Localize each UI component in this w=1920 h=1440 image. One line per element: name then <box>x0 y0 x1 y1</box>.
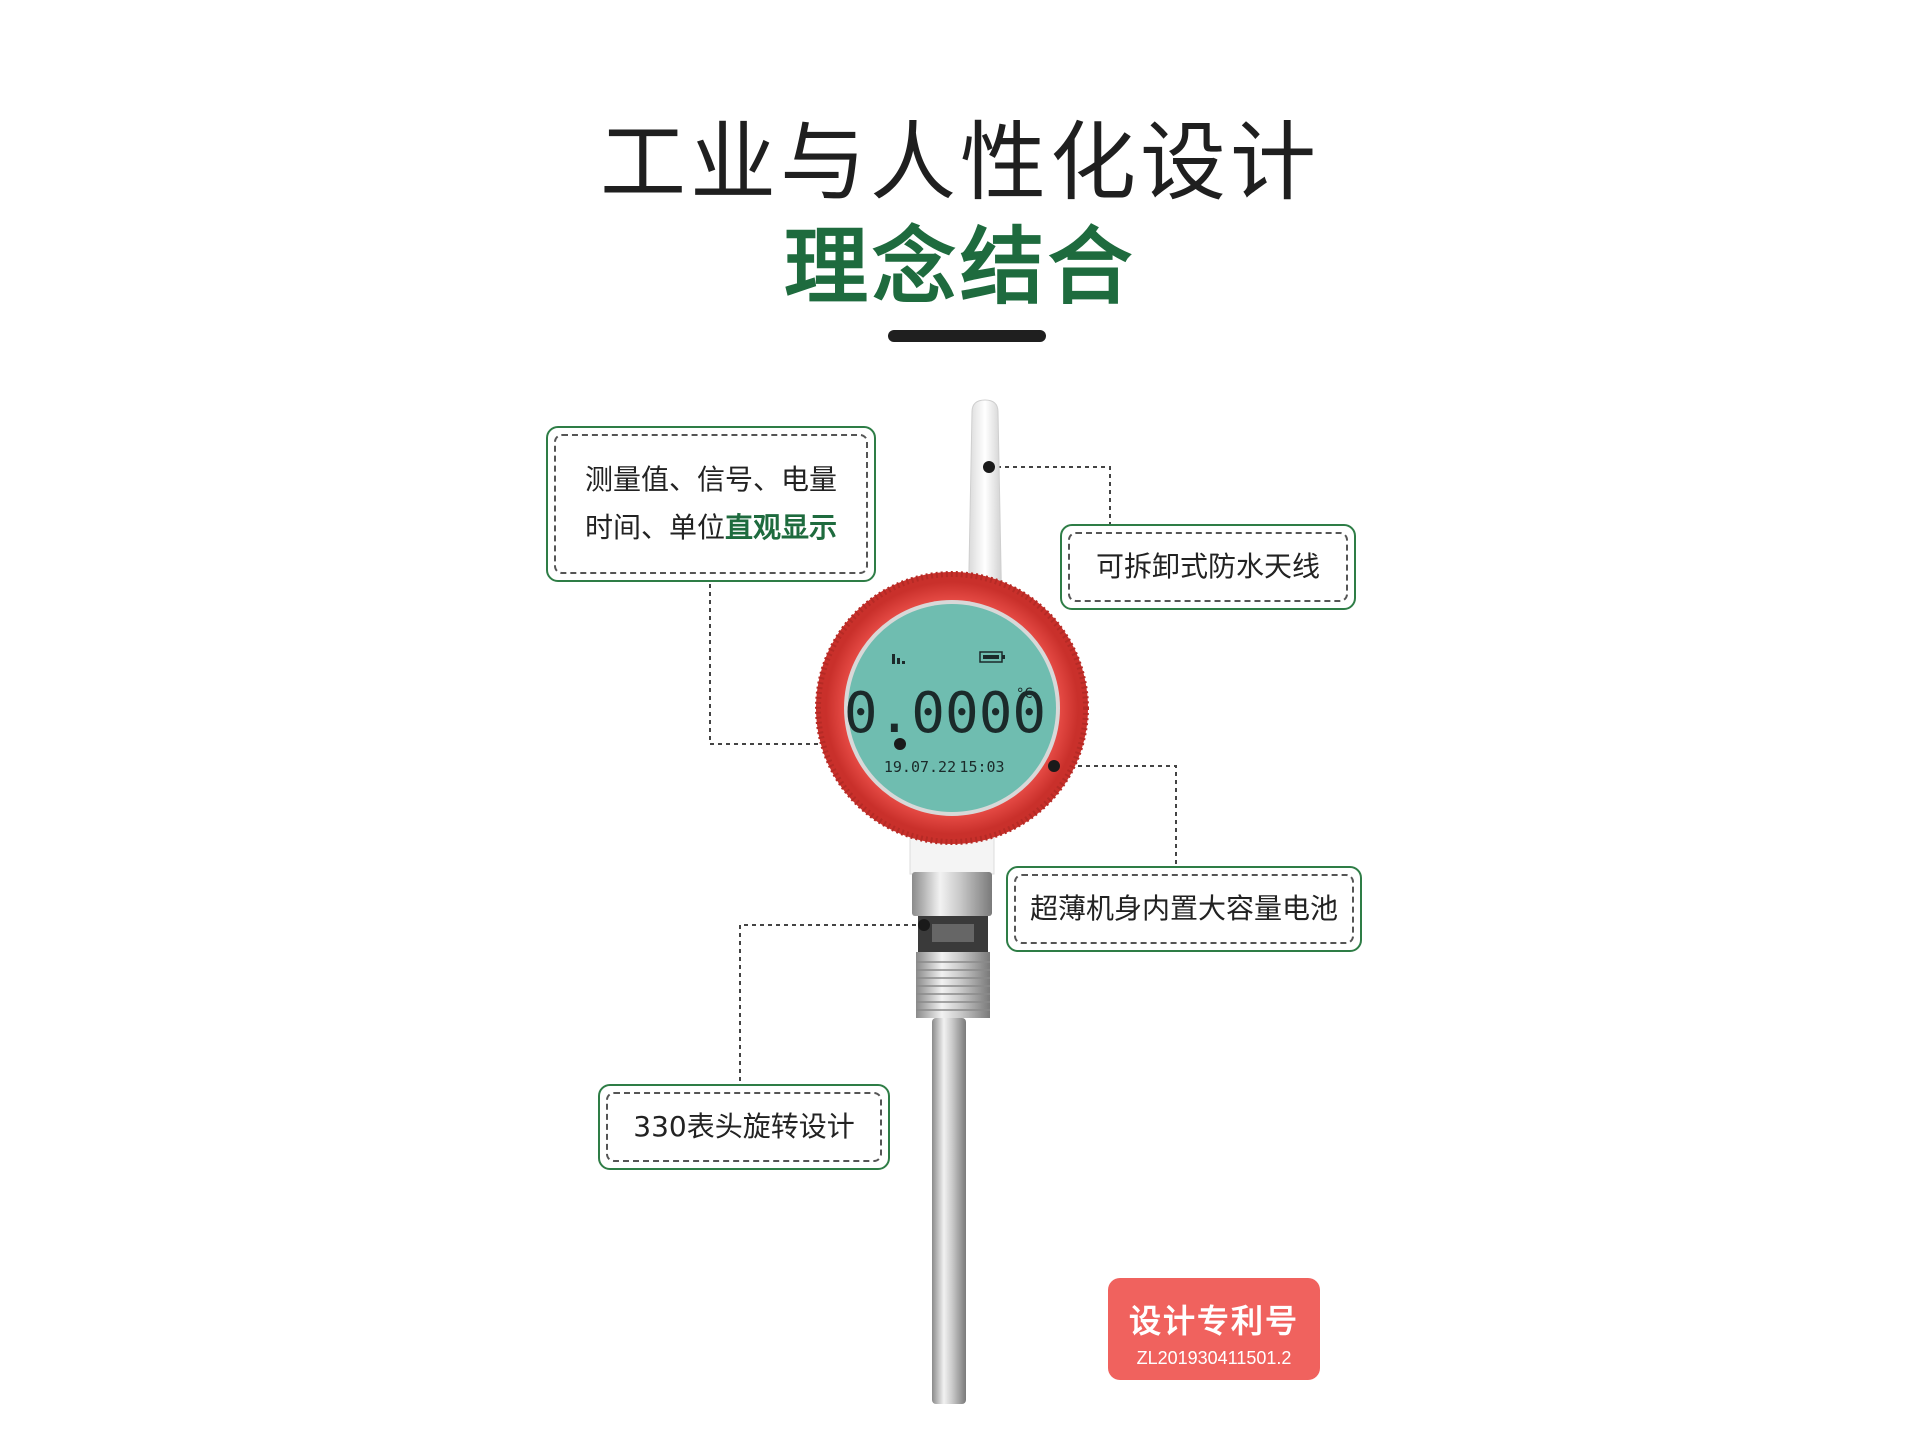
callout-display-line1: 测量值、信号、电量 <box>584 463 837 496</box>
threaded-fitting <box>912 872 992 1018</box>
callout-connectors <box>709 466 1177 1084</box>
temperature-probe <box>932 1018 966 1404</box>
lcd-screen: 0.0000 °C 19.07.22 15:03 <box>844 604 1056 812</box>
lcd-unit: °C <box>1016 686 1033 702</box>
callout-battery-text: 超薄机身内置大容量电池 <box>1029 892 1338 925</box>
callout-battery: 超薄机身内置大容量电池 <box>1006 866 1362 952</box>
callout-display: 测量值、信号、电量 时间、单位直观显示 <box>546 426 876 582</box>
page-subtitle: 理念结合 <box>783 218 1136 316</box>
callout-rotation-text: 330表头旋转设计 <box>633 1110 855 1143</box>
patent-title: 设计专利号 <box>1128 1302 1299 1340</box>
page-title: 工业与人性化设计 <box>600 113 1320 213</box>
patent-number: ZL201930411501.2 <box>1136 1348 1292 1368</box>
signal-icon <box>892 654 905 664</box>
connector-antenna <box>989 466 1111 524</box>
connector-dots <box>894 461 1060 931</box>
patent-badge: 设计专利号 ZL201930411501.2 <box>1108 1278 1320 1380</box>
callout-antenna-text: 可拆卸式防水天线 <box>1095 550 1320 583</box>
antenna <box>967 399 1003 621</box>
callout-rotation: 330表头旋转设计 <box>598 1084 890 1170</box>
callout-display-highlight: 直观显示 <box>725 511 838 544</box>
lcd-time: 15:03 <box>959 758 1004 776</box>
lcd-reading: 0.0000 <box>844 681 1046 746</box>
lcd-date: 19.07.22 <box>884 758 956 776</box>
connector-display <box>709 584 900 745</box>
connector-rotation <box>739 924 924 1084</box>
battery-icon <box>979 651 1005 663</box>
connector-battery <box>1054 765 1177 866</box>
title-divider <box>888 330 1046 342</box>
callout-display-line2: 时间、单位 <box>584 511 725 544</box>
callout-antenna: 可拆卸式防水天线 <box>1060 524 1356 610</box>
